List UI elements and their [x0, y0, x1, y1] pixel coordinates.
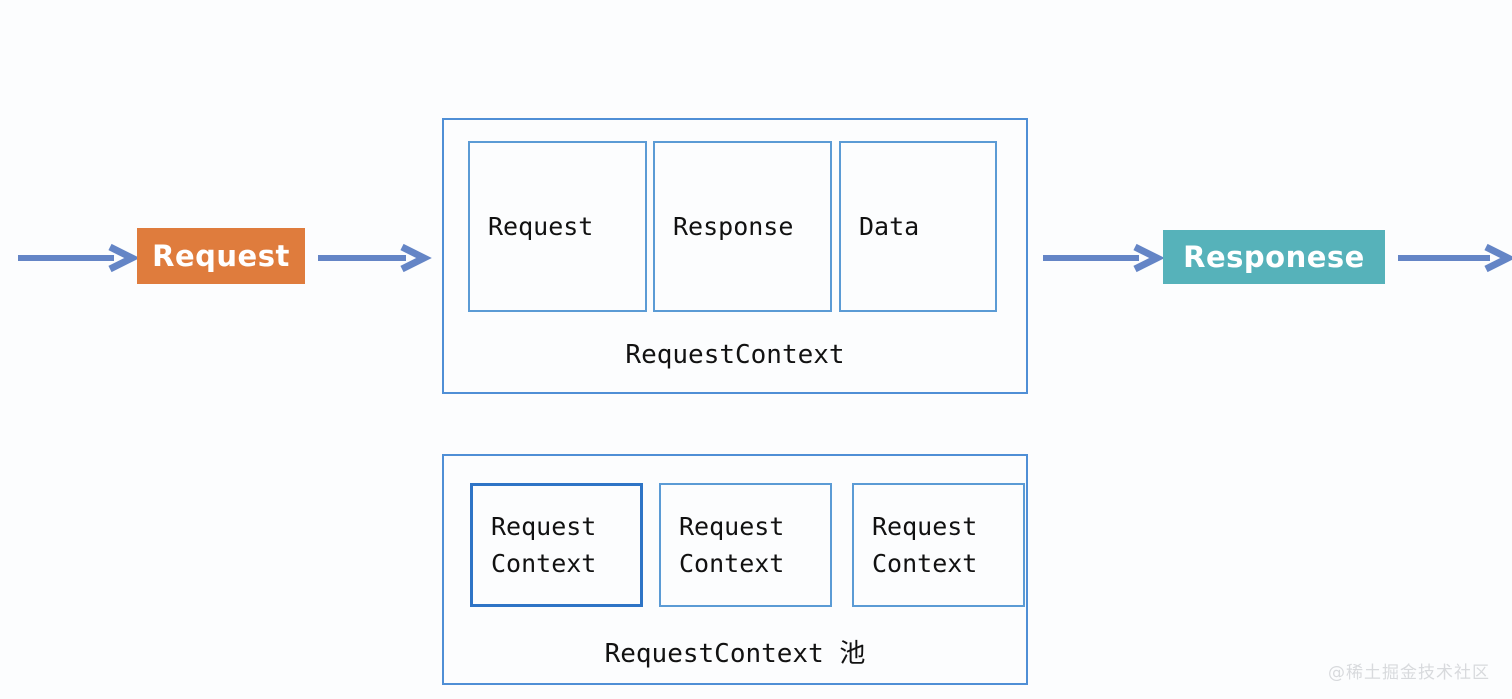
- cell-label: Request Context: [679, 512, 785, 578]
- request-box-label: Request: [152, 239, 290, 273]
- cell-label: Data: [859, 212, 920, 241]
- pool-cell-3[interactable]: Request Context: [852, 483, 1025, 607]
- cell-label: Request: [488, 212, 594, 241]
- request-context-group-label: RequestContext: [625, 340, 845, 370]
- request-context-pool-group-label: RequestContext 池: [604, 639, 866, 669]
- request-context-cell-response[interactable]: Response: [653, 141, 832, 312]
- arrow-out-of-response: [1398, 243, 1512, 273]
- arrow-context-to-response: [1043, 243, 1165, 273]
- request-context-pool-group: Request Context Request Context Request …: [442, 454, 1028, 685]
- request-context-group: Request Response Data RequestContext: [442, 118, 1028, 394]
- request-box[interactable]: Request: [137, 228, 305, 284]
- request-context-cell-request[interactable]: Request: [468, 141, 647, 312]
- response-box[interactable]: Responese: [1163, 230, 1385, 284]
- response-box-label: Responese: [1183, 240, 1365, 274]
- cell-label: Response: [673, 212, 794, 241]
- cell-label: Request Context: [872, 512, 978, 578]
- cell-label: Request Context: [491, 512, 597, 578]
- pool-cell-1[interactable]: Request Context: [470, 483, 643, 607]
- pool-cell-2[interactable]: Request Context: [659, 483, 832, 607]
- request-context-cell-data[interactable]: Data: [839, 141, 997, 312]
- watermark: @稀土掘金技术社区: [1328, 663, 1490, 683]
- arrow-request-to-context: [318, 243, 432, 273]
- arrow-into-request: [18, 243, 140, 273]
